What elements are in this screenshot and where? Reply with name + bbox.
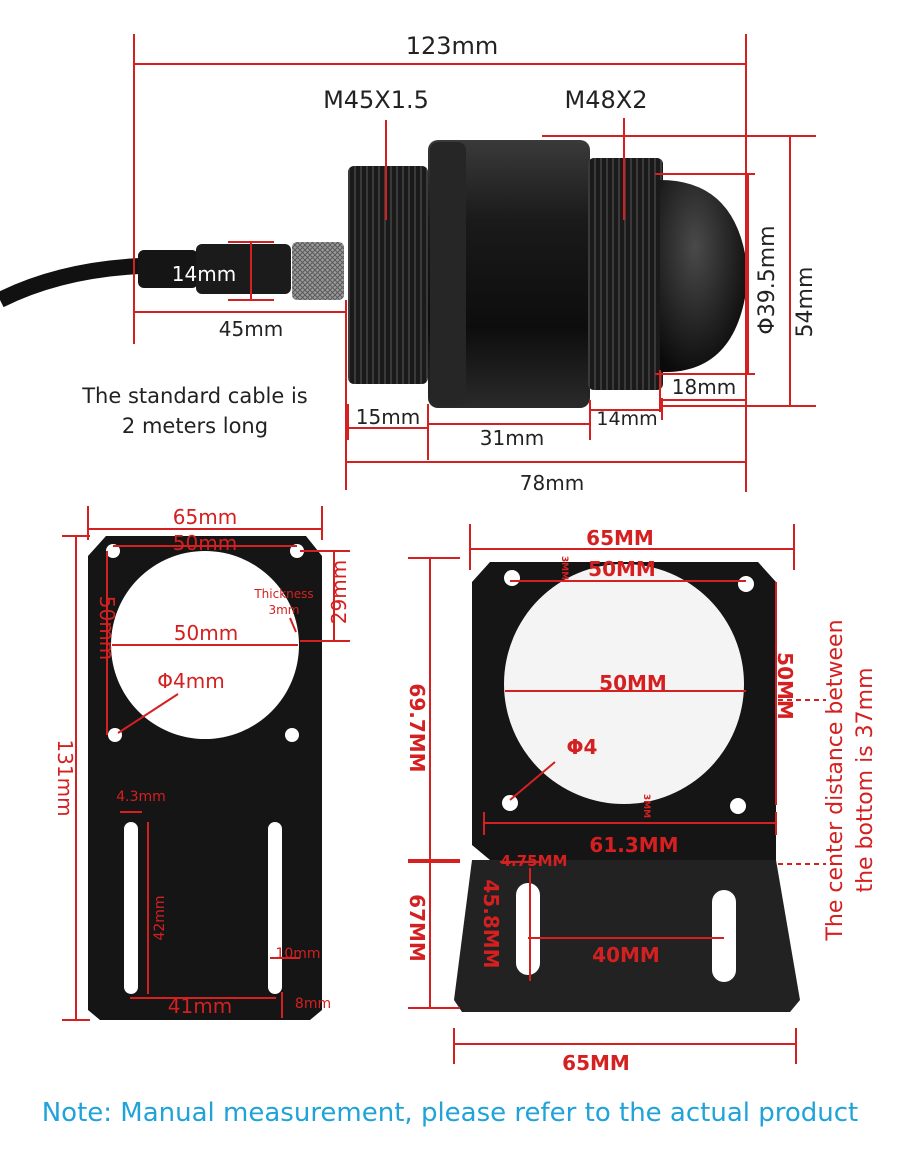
l-center-note-line2: the bottom is 37mm	[853, 667, 878, 892]
flat-label-bottom-offset: 8mm	[295, 996, 331, 1012]
label-thread-rear: M45X1.5	[323, 86, 429, 114]
label-housing-length: 78mm	[520, 471, 584, 495]
l-bracket-dimension-lines	[408, 524, 797, 1064]
label-overall-dia: 54mm	[793, 267, 818, 338]
flat-label-top-offset: 29mm	[327, 560, 351, 624]
flat-label-hole-spacing-top: 50mm	[173, 531, 237, 555]
l-label-thickness: 3MM	[559, 556, 569, 580]
label-cable-dia: 14mm	[172, 262, 236, 286]
cable-length-note: The standard cable is 2 meters long	[60, 381, 330, 441]
flat-label-slot-side: 10mm	[275, 946, 320, 962]
label-front-thread-length: 14mm	[596, 408, 657, 430]
measurement-note: Note: Manual measurement, please refer t…	[41, 1098, 859, 1128]
l-center-note-line1: The center distance between	[823, 619, 848, 941]
flat-label-height: 131mm	[53, 739, 77, 816]
cable-note-line1: The standard cable is	[82, 384, 308, 408]
connector-body	[196, 244, 291, 294]
flat-label-thickness: Thickness	[253, 587, 313, 601]
l-bracket-circle	[504, 564, 744, 804]
cable	[0, 258, 141, 308]
l-bracket	[454, 562, 800, 1012]
flat-label-hole-spacing-side: 50mm	[95, 596, 119, 660]
l-label-hole-span: 61.3MM	[589, 833, 678, 857]
l-label-hole-dia: Φ4	[567, 735, 598, 759]
rear-thread	[348, 166, 428, 384]
flat-label-width: 65mm	[173, 505, 237, 529]
front-thread	[588, 158, 663, 390]
main-body	[428, 140, 590, 408]
l-label-hole-spacing-side: 50MM	[773, 652, 797, 720]
flat-bracket-dimension-lines	[62, 506, 350, 1021]
label-dome-dia: Φ39.5mm	[755, 225, 780, 334]
dome	[660, 180, 748, 373]
strain-relief	[138, 250, 198, 288]
flat-label-hole-dia: Φ4mm	[157, 669, 224, 693]
product-dimension-lines	[133, 34, 816, 492]
l-label-circle-dia: 50MM	[599, 671, 667, 695]
l-label-upright-height: 69.7MM	[405, 683, 429, 772]
cable-note-line2: 2 meters long	[121, 414, 269, 438]
l-label-thickness-2: 3MM	[641, 794, 651, 818]
l-label-base-depth: 67MM	[405, 894, 429, 962]
sensor-illustration	[0, 140, 748, 408]
label-rear-thread-length: 15mm	[356, 405, 420, 429]
l-label-width-top: 65MM	[586, 526, 654, 550]
label-body-length: 31mm	[480, 426, 544, 450]
l-label-hole-spacing-top: 50MM	[588, 557, 656, 581]
flat-label-slot-width: 4.3mm	[116, 789, 166, 805]
label-connector-length: 45mm	[219, 317, 283, 341]
label-total-length: 123mm	[406, 32, 499, 60]
knurled-nut	[292, 242, 344, 300]
l-label-slot-spacing: 40MM	[592, 943, 660, 967]
flat-label-thickness-value: 3mm	[268, 603, 299, 617]
flat-label-slot-spacing: 41mm	[168, 994, 232, 1018]
l-label-width-bottom: 65MM	[562, 1051, 630, 1075]
label-dome-length: 18mm	[672, 375, 736, 399]
l-label-slot-length: 45.8MM	[479, 879, 503, 968]
l-label-slot-width: 4.75MM	[501, 852, 568, 870]
flat-label-circle-dia: 50mm	[174, 621, 238, 645]
label-thread-front: M48X2	[565, 86, 648, 114]
flat-label-slot-length: 42mm	[152, 895, 168, 940]
